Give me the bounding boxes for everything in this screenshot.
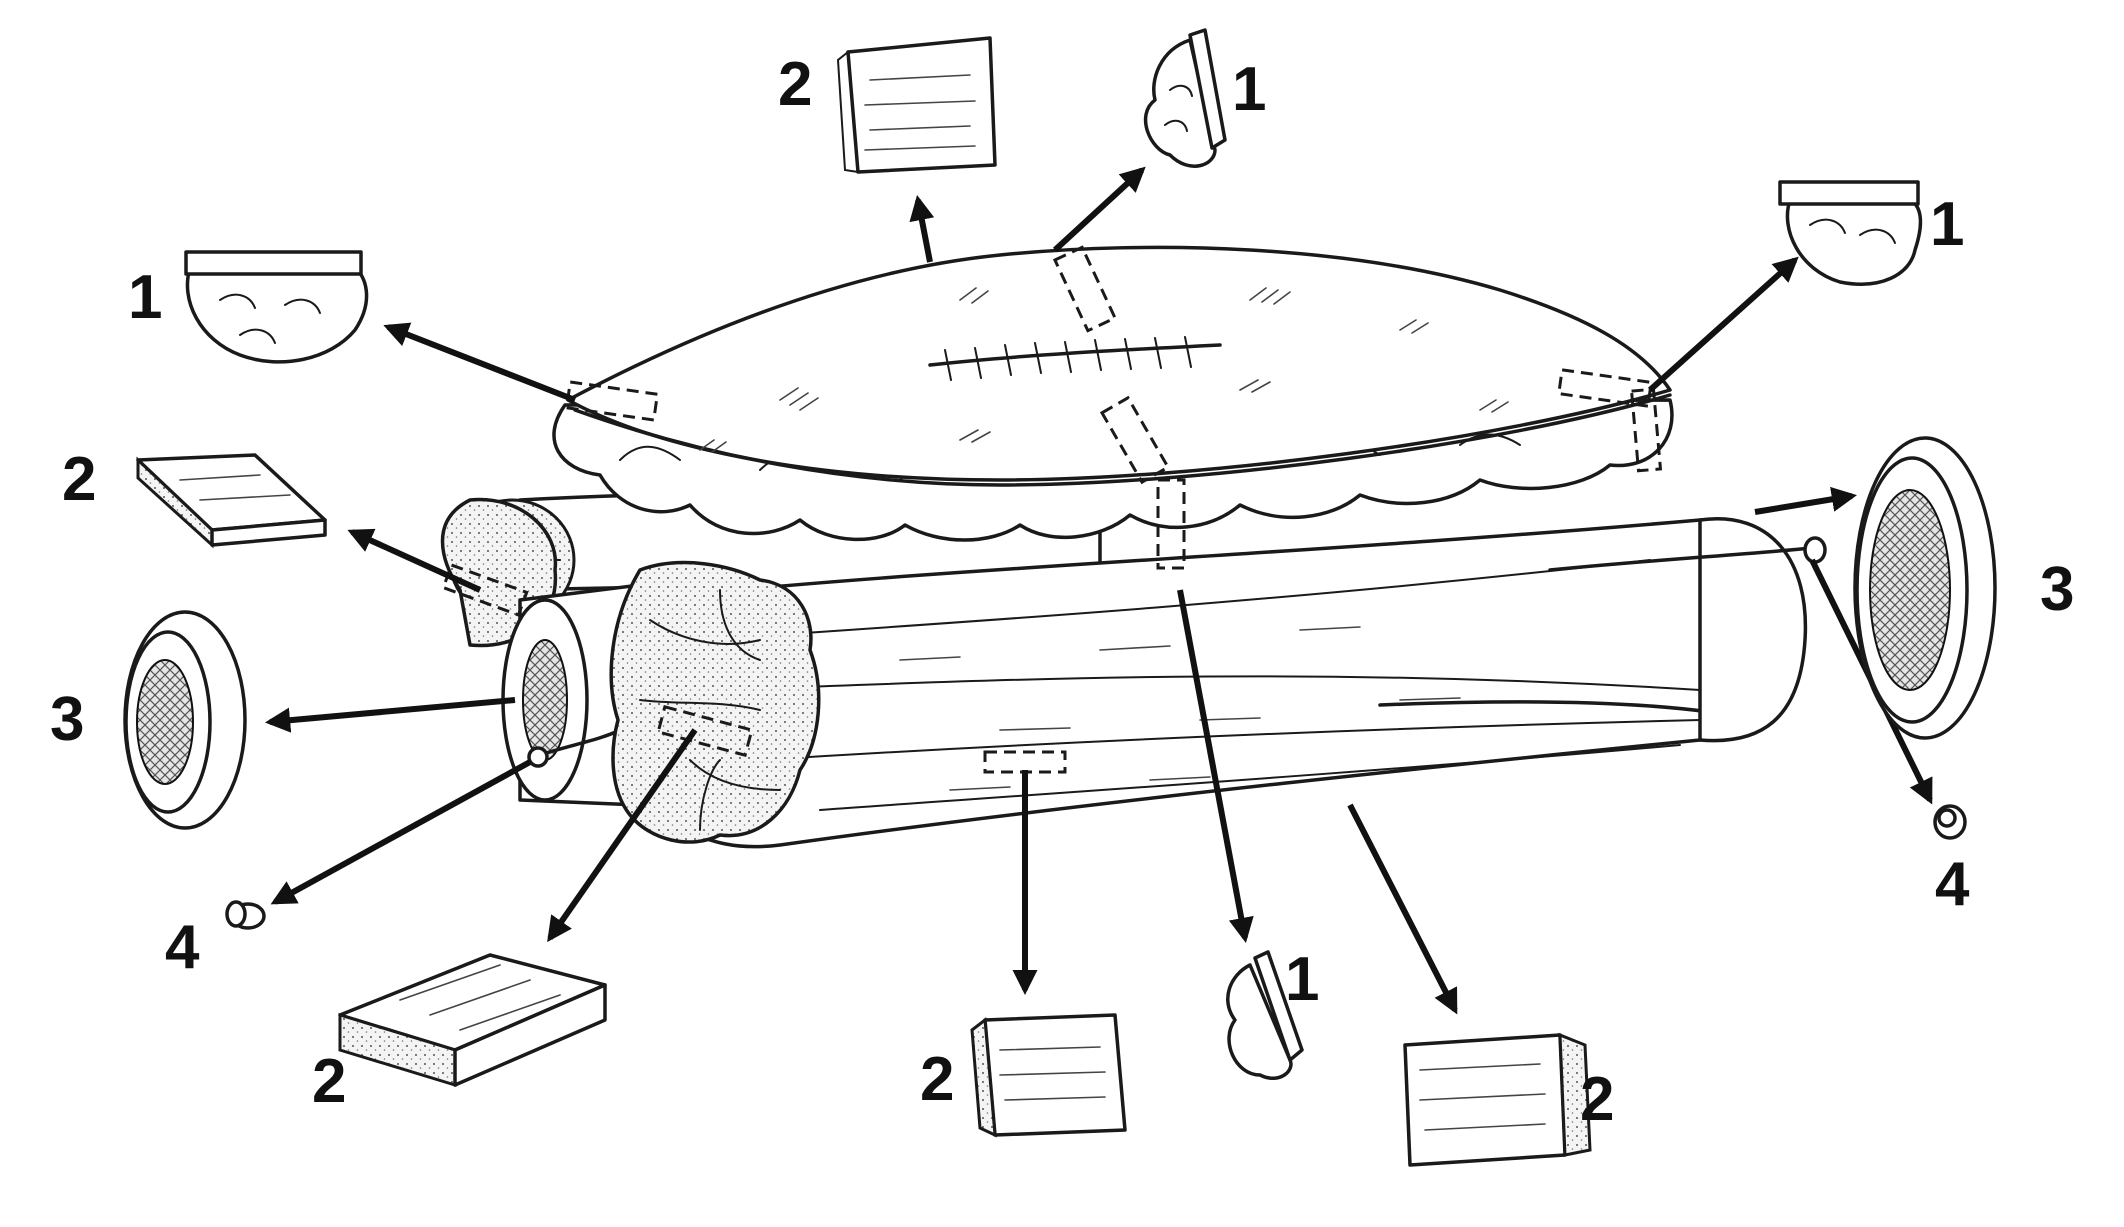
fascia-sheet	[566, 245, 1672, 487]
label-3-right: 3	[2040, 555, 2074, 624]
sample-type1-right	[1778, 180, 1923, 286]
sample-type2-bottomleft	[338, 953, 607, 1088]
label-1-top: 1	[1232, 55, 1266, 124]
label-3-left: 3	[50, 685, 84, 754]
sample-type1-bottom	[1226, 950, 1304, 1081]
sample-type1-top	[1143, 28, 1227, 168]
label-4-right: 4	[1935, 850, 1970, 919]
label-2-left: 2	[62, 445, 96, 514]
muscle-cylinder-main	[638, 517, 1827, 849]
sample-type3-left	[123, 610, 247, 830]
left-vessel	[501, 583, 642, 807]
sample-type3-right	[1853, 436, 1997, 740]
sample-type2-bottommid	[970, 1013, 1127, 1138]
number-labels: 1 1 1 1 2 2 2 2 2 3 3 4 4	[50, 50, 2074, 1134]
sample-type2-left	[136, 453, 327, 549]
sample-type4-left	[225, 900, 266, 930]
sample-type4-right	[1933, 804, 1967, 840]
label-2-bottomright: 2	[1580, 1065, 1614, 1134]
label-2-bottomleft: 2	[312, 1047, 346, 1116]
sample-type2-bottomright	[1403, 1032, 1592, 1167]
label-2-bottommid: 2	[920, 1045, 954, 1114]
lobulated-section	[609, 560, 821, 844]
sample-type2-top	[836, 36, 997, 174]
sample-type1-left	[184, 250, 369, 364]
label-1-right: 1	[1930, 190, 1964, 259]
label-4-left: 4	[165, 913, 200, 982]
main-specimen	[440, 245, 1827, 849]
label-1-left: 1	[128, 263, 162, 332]
label-2-top: 2	[778, 50, 812, 119]
label-1-bottom: 1	[1285, 945, 1319, 1014]
